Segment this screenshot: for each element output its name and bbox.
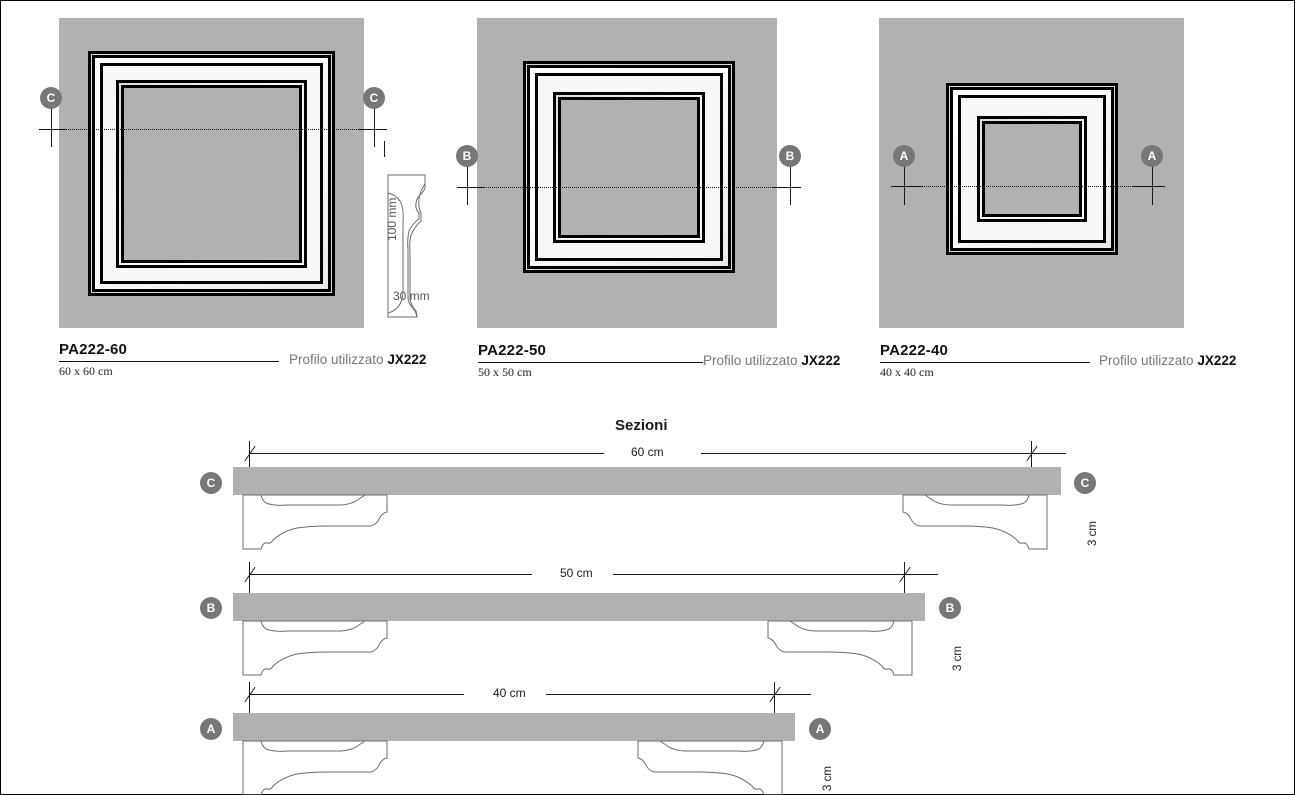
product-view-pa222-60 — [59, 18, 364, 328]
section-line-a — [921, 186, 1151, 187]
depth-label-b: 3 cm — [952, 646, 964, 671]
profile-code-text: JX222 — [801, 353, 841, 368]
frame-inner-field — [982, 121, 1082, 217]
frame-inner-field — [558, 97, 700, 238]
sections-title: Sezioni — [615, 417, 668, 434]
section-badge-row-c-right[interactable]: C — [1074, 472, 1096, 494]
depth-label-c: 3 cm — [1087, 521, 1099, 546]
section-bar-c — [233, 467, 1061, 495]
product-size-label: 40 x 40 cm — [880, 365, 934, 379]
section-line-left-lead-c — [39, 129, 67, 130]
profile-used-text: Profilo utilizzato — [703, 353, 798, 368]
frame-inner-field — [121, 85, 302, 263]
product-code-label: PA222-50 — [478, 342, 547, 359]
section-profile-a-left — [242, 740, 388, 795]
section-tick-right-b — [790, 163, 791, 205]
section-profile-b-left — [242, 620, 388, 676]
section-badge-row-b-left[interactable]: B — [200, 597, 222, 619]
profile-used-text: Profilo utilizzato — [1099, 353, 1194, 368]
profile-used-pa222-40: Profilo utilizzato JX222 — [1099, 353, 1236, 368]
section-badge-b-right[interactable]: B — [779, 145, 801, 167]
dimension-line-a-right — [546, 694, 811, 695]
section-line-c — [65, 129, 375, 130]
section-tick-left-a — [904, 163, 905, 205]
product-code-label: PA222-40 — [880, 342, 949, 359]
depth-label-a: 3 cm — [822, 766, 834, 791]
section-profile-c-left — [242, 494, 388, 550]
section-tick-left-c — [51, 105, 52, 147]
caption-rule — [478, 362, 703, 363]
dimension-label-b: 50 cm — [555, 566, 598, 580]
section-line-left-lead-a — [891, 186, 923, 187]
caption-pa222-40: PA222-40 40 x 40 cm — [880, 342, 1090, 380]
caption-rule — [59, 361, 279, 362]
section-badge-row-c-left[interactable]: C — [200, 472, 222, 494]
profile-top-tick — [384, 141, 385, 157]
section-profile-c-right — [902, 494, 1048, 550]
section-line-right-lead-a — [1133, 186, 1165, 187]
section-badge-c-right[interactable]: C — [363, 87, 385, 109]
dimension-ext-b-right — [904, 562, 905, 594]
profile-code-text: JX222 — [1197, 353, 1237, 368]
section-line-right-lead-c — [359, 129, 387, 130]
section-profile-b-right — [767, 620, 913, 676]
dimension-line-c-right — [701, 453, 1066, 454]
dimension-ext-c-left — [249, 441, 250, 473]
section-line-b — [483, 187, 783, 188]
dimension-line-b-right — [613, 574, 938, 575]
dimension-ext-a-left — [249, 682, 250, 714]
product-code-label: PA222-60 — [59, 341, 128, 358]
section-bar-b — [233, 593, 925, 621]
product-size-label: 60 x 60 cm — [59, 364, 113, 378]
profile-used-pa222-50: Profilo utilizzato JX222 — [703, 353, 840, 368]
dimension-ext-a-right — [774, 682, 775, 714]
dimension-ext-c-right — [1031, 441, 1032, 473]
section-badge-a-right[interactable]: A — [1141, 145, 1163, 167]
profile-cross-section-drawing: 30 mm 100 mm — [379, 141, 449, 321]
caption-pa222-50: PA222-50 50 x 50 cm — [478, 342, 703, 380]
profile-used-text: Profilo utilizzato — [289, 352, 384, 367]
profile-code-text: JX222 — [387, 352, 427, 367]
caption-rule — [880, 362, 1090, 363]
section-badge-b-left[interactable]: B — [456, 145, 478, 167]
section-tick-right-c — [374, 105, 375, 147]
section-badge-a-left[interactable]: A — [893, 145, 915, 167]
section-bar-a — [233, 713, 795, 741]
product-view-pa222-50 — [477, 18, 777, 328]
profile-outline-svg — [387, 174, 426, 318]
section-tick-right-a — [1152, 163, 1153, 205]
section-profile-a-right — [637, 740, 783, 795]
product-size-label: 50 x 50 cm — [478, 365, 532, 379]
dimension-label-c: 60 cm — [626, 445, 669, 459]
section-badge-c-left[interactable]: C — [40, 87, 62, 109]
section-badge-row-b-right[interactable]: B — [939, 597, 961, 619]
section-line-left-lead-b — [457, 187, 485, 188]
dimension-line-b-left — [249, 574, 532, 575]
dimension-line-a-left — [249, 694, 464, 695]
dimension-line-c-left — [249, 453, 604, 454]
dimension-ext-b-left — [249, 562, 250, 594]
product-view-pa222-40 — [879, 18, 1184, 328]
profile-used-pa222-60: Profilo utilizzato JX222 — [289, 352, 426, 367]
section-badge-row-a-left[interactable]: A — [200, 718, 222, 740]
section-tick-left-b — [467, 163, 468, 205]
section-line-right-lead-b — [773, 187, 801, 188]
caption-pa222-60: PA222-60 60 x 60 cm — [59, 341, 279, 379]
dimension-label-a: 40 cm — [488, 686, 531, 700]
section-badge-row-a-right[interactable]: A — [809, 718, 831, 740]
